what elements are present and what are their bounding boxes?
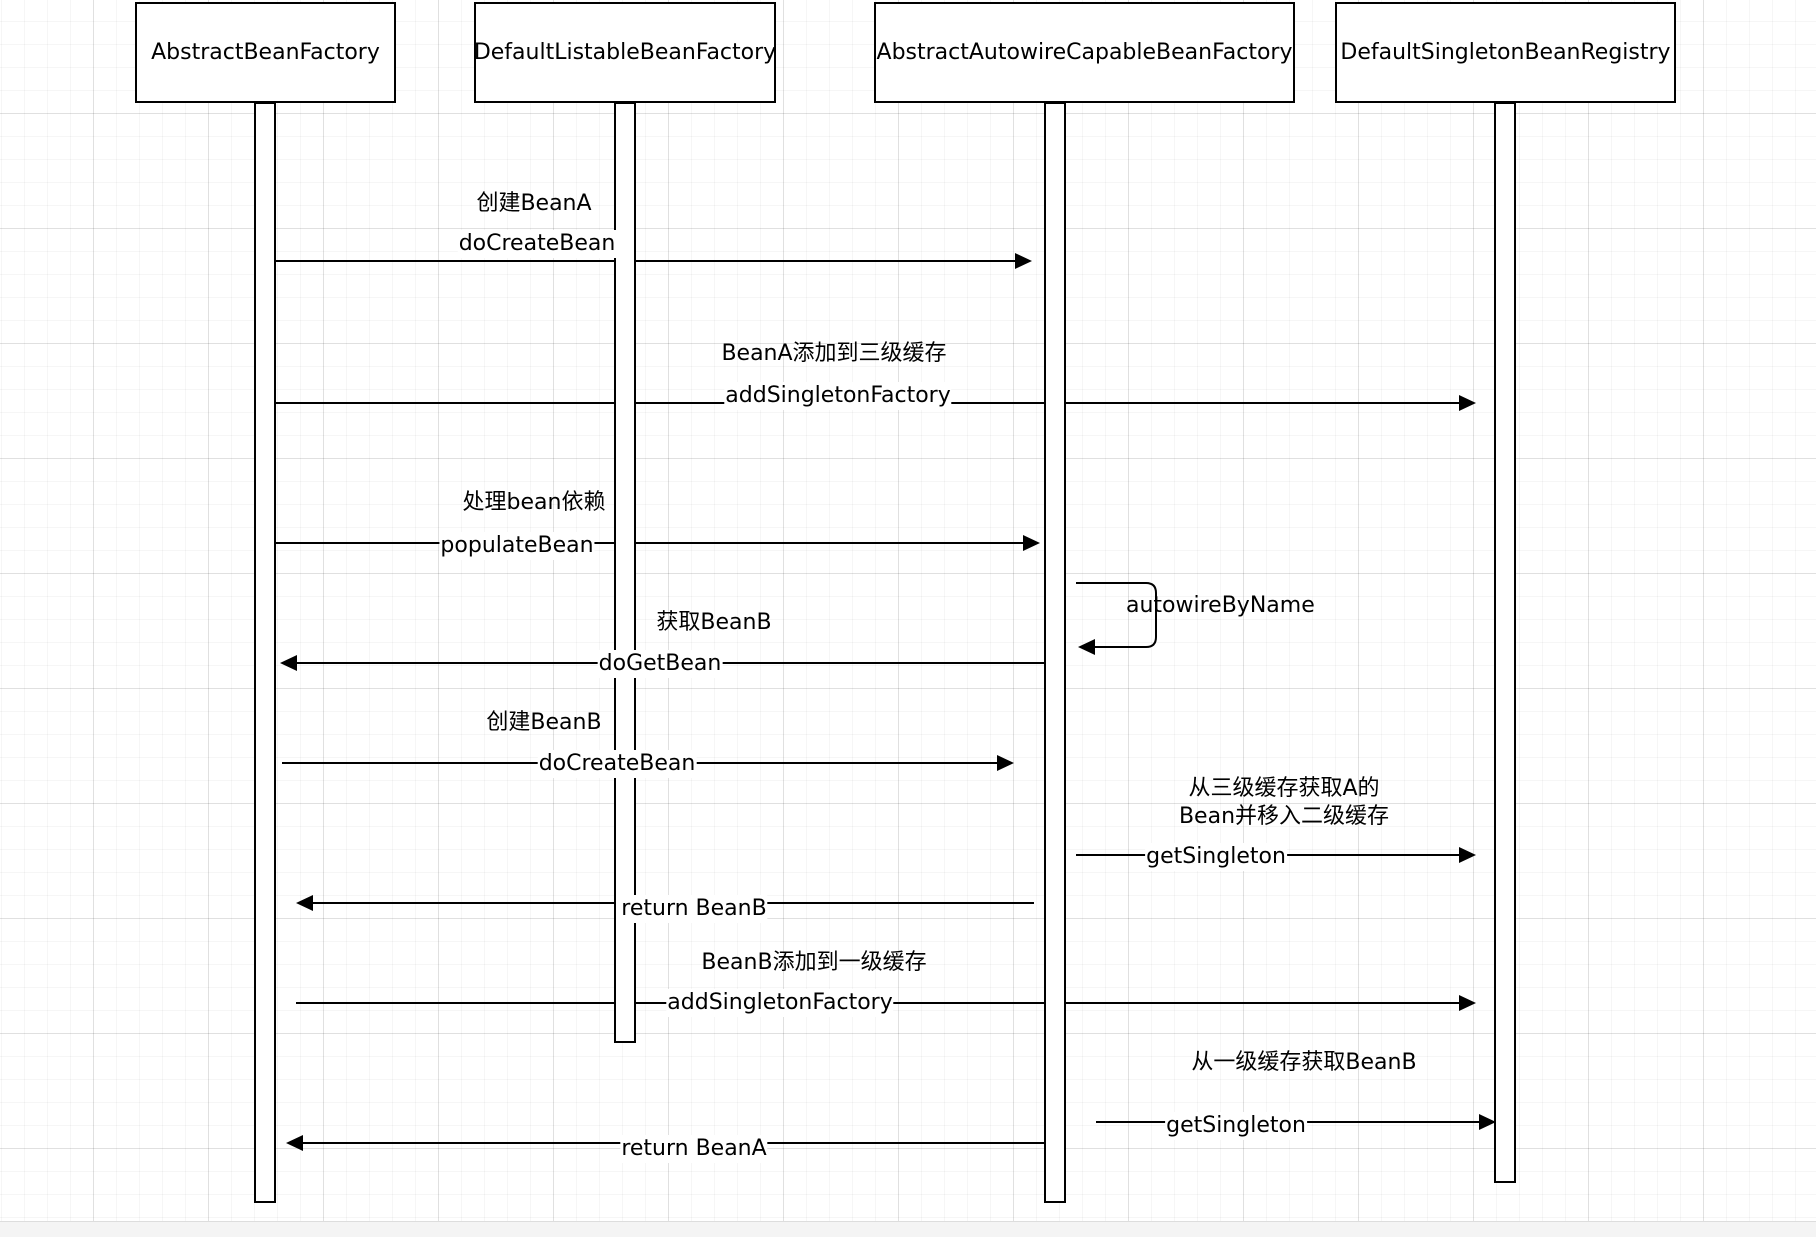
message-note: 从一级缓存获取BeanB: [1191, 1050, 1417, 1075]
participant-abstract-bean-factory[interactable]: AbstractBeanFactory: [135, 2, 396, 103]
arrow-head: [997, 755, 1014, 771]
arrow-head: [1479, 1114, 1496, 1130]
lifeline-abstract-autowire-capable-bean-factory: [1044, 102, 1066, 1203]
arrow-head: [1015, 253, 1032, 269]
message-note: 获取BeanB: [656, 610, 772, 635]
arrow-head: [1078, 639, 1095, 655]
participant-abstract-autowire-capable-bean-factory[interactable]: AbstractAutowireCapableBeanFactory: [874, 2, 1295, 103]
participant-label: AbstractBeanFactory: [151, 40, 380, 65]
message-note: 创建BeanA: [476, 191, 592, 216]
message-method: doGetBean: [597, 650, 723, 678]
message-method: autowireByName: [1126, 593, 1315, 618]
message-method: addSingletonFactory: [724, 382, 952, 410]
arrow-head: [1459, 395, 1476, 411]
bottom-scrollbar[interactable]: [0, 1221, 1816, 1237]
lifeline-default-listable-bean-factory: [614, 102, 636, 1043]
message-method: doCreateBean: [457, 230, 617, 258]
message-method: getSingleton: [1165, 1112, 1307, 1140]
message-note: 从三级缓存获取A的 Bean并移入二级缓存: [1178, 776, 1390, 829]
participant-default-listable-bean-factory[interactable]: DefaultListableBeanFactory: [474, 2, 776, 103]
lifeline-default-singleton-bean-registry: [1494, 102, 1516, 1183]
participant-default-singleton-bean-registry[interactable]: DefaultSingletonBeanRegistry: [1335, 2, 1676, 103]
message-method: doCreateBean: [537, 750, 697, 778]
message-note: 创建BeanB: [486, 710, 602, 735]
participant-label: DefaultSingletonBeanRegistry: [1340, 40, 1671, 65]
message-method: return BeanA: [620, 1135, 768, 1163]
message-method: addSingletonFactory: [666, 989, 894, 1017]
participant-label: AbstractAutowireCapableBeanFactory: [876, 40, 1293, 65]
arrow-head: [1459, 995, 1476, 1011]
lifeline-abstract-bean-factory: [254, 102, 276, 1203]
message-method: getSingleton: [1145, 843, 1287, 871]
arrow-head: [296, 895, 313, 911]
message-note: 处理bean依赖: [462, 490, 606, 515]
arrow-head: [286, 1135, 303, 1151]
message-note: BeanA添加到三级缓存: [721, 341, 947, 366]
participant-label: DefaultListableBeanFactory: [474, 40, 776, 65]
arrow-head: [280, 655, 297, 671]
arrow-head: [1459, 847, 1476, 863]
arrow-head: [1023, 535, 1040, 551]
message-method: populateBean: [439, 532, 595, 560]
message-note: BeanB添加到一级缓存: [701, 950, 927, 975]
message-arrow-m4[interactable]: [1076, 582, 1157, 648]
message-method: return BeanB: [620, 895, 768, 923]
